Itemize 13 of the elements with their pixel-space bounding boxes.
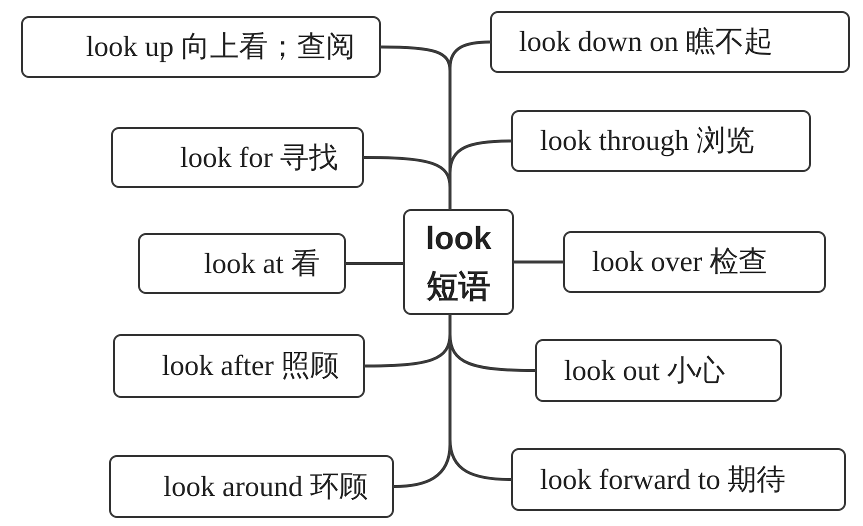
phrase-box: look over 检查 bbox=[563, 231, 826, 293]
phrase-box: look around 环顾 bbox=[109, 455, 394, 518]
phrase-box: look for 寻找 bbox=[111, 127, 364, 188]
connector-line bbox=[514, 260, 563, 264]
phrase-box: look forward to 期待 bbox=[511, 448, 846, 511]
topic-box: look 短语 bbox=[403, 209, 514, 315]
phrase-box: look up 向上看；查阅 bbox=[21, 16, 381, 78]
phrase-box: look through 浏览 bbox=[511, 110, 811, 172]
phrase-box: look down on 瞧不起 bbox=[490, 11, 850, 73]
phrase-box: look at 看 bbox=[138, 233, 346, 294]
phrase-box: look out 小心 bbox=[535, 339, 782, 402]
phrase-box: look after 照顾 bbox=[113, 334, 365, 398]
connector-line bbox=[346, 262, 403, 265]
